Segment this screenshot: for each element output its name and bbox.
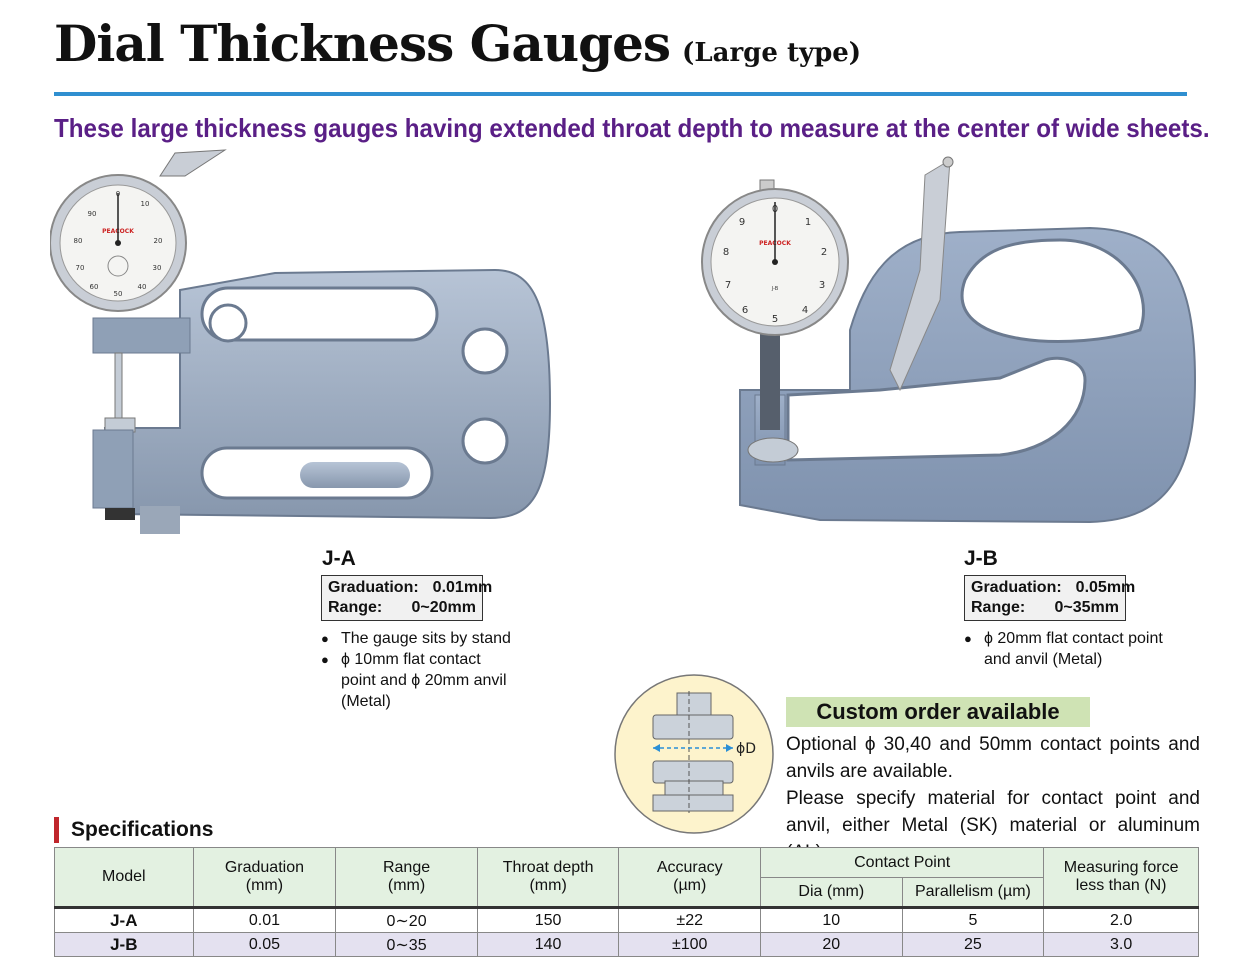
gauge-jb-image: 0 1 2 3 4 5 6 7 8 9 PEACOCK J-B [701,156,1197,524]
cell-throat: 150 [476,906,620,933]
dial-b-num-9: 9 [739,217,745,228]
specbox-jb-range: Range: 0~35mm [971,598,1119,618]
cell-range: 0∼20 [335,906,478,933]
table-row: J-A 0.01 0∼20 150 ±22 10 5 2.0 [54,906,1199,933]
specbox-ja-graduation-unit: mm [463,579,493,596]
page-title-main: Dial Thickness Gauges [54,14,671,73]
specbox-jb-graduation-label: Graduation: [971,579,1062,596]
specbox-jb-graduation: Graduation: 0.05mm [971,578,1135,598]
page-title-sub: (Large type) [682,38,862,68]
cell-accuracy: ±100 [618,932,762,957]
col-header-throat-label: Throat depth [502,859,594,876]
cell-parallelism: 5 [901,906,1045,933]
dial-b-num-5: 5 [772,314,778,325]
feature-ja-1: The gauge sits by stand [321,628,511,649]
col-header-accuracy: Accuracy(µm) [618,847,762,908]
col-header-force-line-2: less than (N) [1075,877,1167,894]
cell-model: J-B [54,932,194,957]
cell-graduation: 0.05 [192,932,337,957]
custom-order-text: Optional ϕ 30,40 and 50mm contact points… [786,731,1200,866]
col-header-graduation-unit: (mm) [245,877,284,894]
specbox-jb-range-unit: mm [1090,599,1119,616]
dial-a-num-30: 30 [153,264,162,272]
model-label-ja: J-A [322,547,356,570]
cell-parallelism: 25 [901,932,1045,957]
specifications-table: Model Graduation(mm) Range(mm) Throat de… [54,847,1199,957]
col-header-accuracy-label: Accuracy [656,859,723,876]
dial-b-num-2: 2 [821,247,827,258]
dial-a-num-80: 80 [74,237,83,245]
dial-a-num-60: 60 [90,283,99,291]
dial-a-num-40: 40 [138,283,147,291]
specbox-ja-range-unit: mm [447,599,476,616]
title-rule [54,92,1187,96]
col-header-accuracy-unit: (µm) [673,877,707,894]
specbox-jb: Graduation:0.05mm Range:0~35mm [964,575,1135,621]
cell-dia: 20 [760,932,903,957]
col-header-force-line-1: Measuring force [1063,859,1179,876]
col-header-contact-point: Contact Point [760,847,1045,878]
features-jb: ϕ 20mm flat contact point and anvil (Met… [964,628,1169,670]
col-header-graduation: Graduation(mm) [192,847,337,908]
gauge-ja-image: 0 10 20 30 40 50 60 70 80 90 PEACOCK [50,149,552,534]
cell-graduation: 0.01 [192,906,337,933]
table-row: J-B 0.05 0∼35 140 ±100 20 25 3.0 [54,932,1199,957]
dial-b-num-6: 6 [742,305,748,316]
tagline: These large thickness gauges having exte… [54,113,1210,143]
specbox-ja-graduation-label: Graduation: [328,579,419,596]
specbox-ja-graduation-value: 0.01 [432,579,464,596]
specbox-ja-graduation: Graduation: 0.01mm [328,578,492,598]
dial-b-num-1: 1 [805,217,811,228]
features-ja: The gauge sits by stand ϕ 10mm flat cont… [321,628,511,712]
col-header-throat-unit: (mm) [529,877,567,894]
col-header-range: Range(mm) [335,847,478,908]
col-header-range-unit: (mm) [387,877,426,894]
dial-a-num-50: 50 [114,290,123,298]
feature-jb-1: ϕ 20mm flat contact point and anvil (Met… [964,628,1169,670]
dial-b-num-3: 3 [819,280,825,291]
specifications-title: Specifications [54,817,213,843]
col-header-range-label: Range [382,859,431,876]
col-header-graduation-label: Graduation [224,859,304,876]
cell-force: 3.0 [1043,932,1199,957]
specbox-ja-range: Range: 0~20mm [328,598,476,618]
col-header-parallelism: Parallelism (µm) [901,877,1045,908]
specbox-jb-graduation-value: 0.05 [1075,579,1107,596]
col-header-model: Model [54,847,194,908]
cell-range: 0∼35 [335,932,478,957]
col-header-dia: Dia (mm) [760,877,903,908]
specbox-jb-range-value: 0~35 [1054,599,1091,616]
custom-order-heading: Custom order available [786,697,1090,727]
cell-accuracy: ±22 [618,906,762,933]
model-label-jb: J-B [964,547,998,570]
custom-order-line-1: Optional ϕ 30,40 and 50mm contact points… [786,734,1200,782]
specbox-jb-range-label: Range: [971,599,1026,616]
col-header-throat: Throat depth(mm) [476,847,620,908]
specbox-ja-range-label: Range: [328,599,383,616]
cell-dia: 10 [760,906,903,933]
dial-a-num-90: 90 [88,210,97,218]
dial-b-num-7: 7 [725,280,731,291]
cell-model: J-A [54,906,194,933]
page-title: Dial Thickness Gauges (Large type) [54,14,861,73]
contact-point-diagram: ϕD [614,674,774,834]
diagram-label-diameter: ϕD [736,741,756,757]
dial-a-num-20: 20 [154,237,163,245]
feature-ja-2: ϕ 10mm flat contact point and ϕ 20mm anv… [321,649,511,712]
specbox-ja-range-value: 0~20 [411,599,448,616]
dial-a-num-10: 10 [141,200,150,208]
specbox-jb-graduation-unit: mm [1106,579,1136,596]
dial-a-num-70: 70 [76,264,85,272]
cell-throat: 140 [476,932,620,957]
cell-force: 2.0 [1043,906,1199,933]
dial-b-num-4: 4 [802,305,808,316]
dial-b-model: J-B [771,286,779,292]
specbox-ja: Graduation:0.01mm Range:0~20mm [321,575,492,621]
dial-b-num-8: 8 [723,247,729,258]
